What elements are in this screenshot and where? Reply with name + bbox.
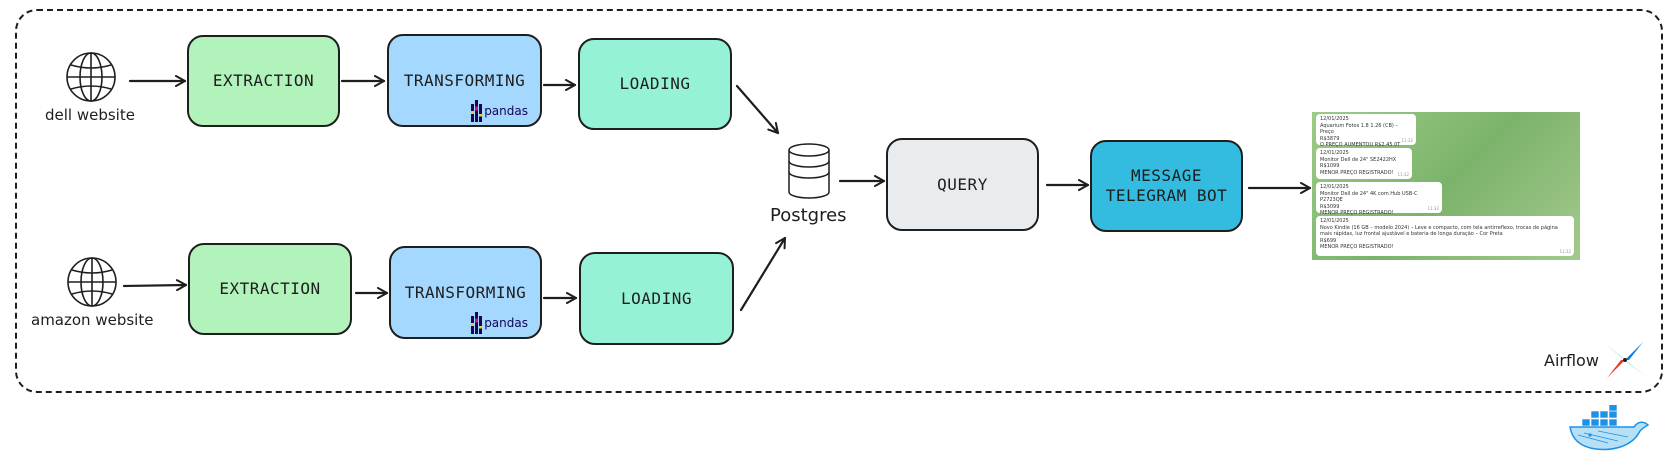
telegram-chat-preview: 12/01/2025 Aquarium Fotos 1.8 1.26 (CB) … bbox=[1312, 112, 1580, 260]
telegram-bot-node: MESSAGE TELEGRAM BOT bbox=[1090, 140, 1243, 232]
arrow-amazon-to-extraction bbox=[122, 279, 188, 292]
source-label-dell: dell website bbox=[45, 106, 135, 124]
source-label-amazon: amazon website bbox=[31, 311, 154, 329]
message-date: 12/01/2025 bbox=[1320, 116, 1349, 122]
globe-icon bbox=[67, 257, 117, 307]
loading-label: LOADING bbox=[621, 288, 692, 308]
message-price: R$3879 bbox=[1320, 135, 1340, 142]
message-product: Monitor Dell de 24" 4K com Hub USB-C P27… bbox=[1320, 190, 1418, 204]
docker-whale-icon bbox=[1569, 405, 1650, 451]
loading-label: LOADING bbox=[619, 74, 691, 93]
message-status: MENOR PREÇO REGISTRADO! bbox=[1320, 244, 1394, 250]
message-status: O PREÇO AUMENTOU R$2.45 0T bbox=[1320, 142, 1401, 148]
pandas-icon bbox=[471, 100, 483, 122]
extraction-node-2: EXTRACTION bbox=[188, 243, 352, 335]
message-price: R$1099 bbox=[1320, 163, 1340, 169]
message-status: MENOR PREÇO REGISTRADO! bbox=[1320, 169, 1394, 176]
transforming-node-1: TRANSFORMING pandas bbox=[387, 34, 542, 127]
query-node: QUERY bbox=[886, 138, 1039, 231]
chat-message: 12/01/2025 Monitor Dell de 24" SE2422HX … bbox=[1316, 148, 1412, 179]
loading-node-2: LOADING bbox=[579, 252, 734, 345]
message-date: 12/01/2025 bbox=[1320, 184, 1349, 190]
bot-label-line2: TELEGRAM BOT bbox=[1105, 186, 1228, 205]
airflow-logo: Airflow bbox=[1544, 340, 1647, 380]
airflow-boundary bbox=[15, 9, 1663, 393]
message-product: Monitor Dell de 24" SE2422HX bbox=[1320, 156, 1397, 163]
message-time: 11:32 bbox=[1427, 205, 1439, 211]
airflow-label: Airflow bbox=[1544, 350, 1599, 370]
database-label: Postgres bbox=[770, 205, 847, 226]
loading-node-1: LOADING bbox=[578, 38, 732, 130]
arrow-loading-to-postgres-1 bbox=[735, 84, 780, 135]
query-label: QUERY bbox=[937, 174, 988, 194]
message-date: 12/01/2025 bbox=[1320, 218, 1349, 224]
message-price: R$3099 bbox=[1320, 203, 1340, 210]
pandas-logo: pandas bbox=[471, 312, 528, 334]
extraction-label: EXTRACTION bbox=[212, 71, 315, 90]
transforming-label: TRANSFORMING bbox=[404, 282, 527, 302]
message-price: R$699 bbox=[1320, 237, 1337, 244]
message-time: 11:32 bbox=[1401, 137, 1413, 143]
chat-message: 12/01/2025 Aquarium Fotos 1.8 1.26 (CB) … bbox=[1316, 114, 1416, 148]
chat-message: 12/01/2025 Monitor Dell de 24" 4K com Hu… bbox=[1316, 182, 1442, 216]
extraction-label: EXTRACTION bbox=[219, 279, 321, 298]
transforming-node-2: TRANSFORMING pandas bbox=[389, 246, 542, 339]
bot-label-line1: MESSAGE bbox=[1131, 166, 1202, 185]
transforming-label: TRANSFORMING bbox=[403, 70, 526, 90]
pandas-text: pandas bbox=[484, 316, 528, 330]
chat-message: 12/01/2025 Novo Kindle (16 GB – modelo 2… bbox=[1316, 216, 1574, 256]
pandas-text: pandas bbox=[484, 104, 528, 118]
message-date: 12/01/2025 bbox=[1320, 150, 1349, 156]
message-product: Novo Kindle (16 GB – modelo 2024) – Leve… bbox=[1320, 224, 1558, 238]
pandas-logo: pandas bbox=[471, 100, 528, 122]
database-icon bbox=[788, 143, 830, 199]
message-time: 11:32 bbox=[1559, 248, 1571, 254]
message-product: Aquarium Fotos 1.8 1.26 (CB) – Preço bbox=[1320, 122, 1398, 136]
message-time: 11:32 bbox=[1397, 171, 1409, 177]
pandas-icon bbox=[471, 312, 483, 334]
extraction-node-1: EXTRACTION bbox=[187, 35, 340, 127]
globe-icon bbox=[66, 52, 116, 102]
message-status: MENOR PREÇO REGISTRADO! bbox=[1320, 210, 1394, 216]
arrow-loading-to-postgres-2 bbox=[739, 236, 787, 312]
airflow-pinwheel-icon bbox=[1604, 342, 1645, 378]
